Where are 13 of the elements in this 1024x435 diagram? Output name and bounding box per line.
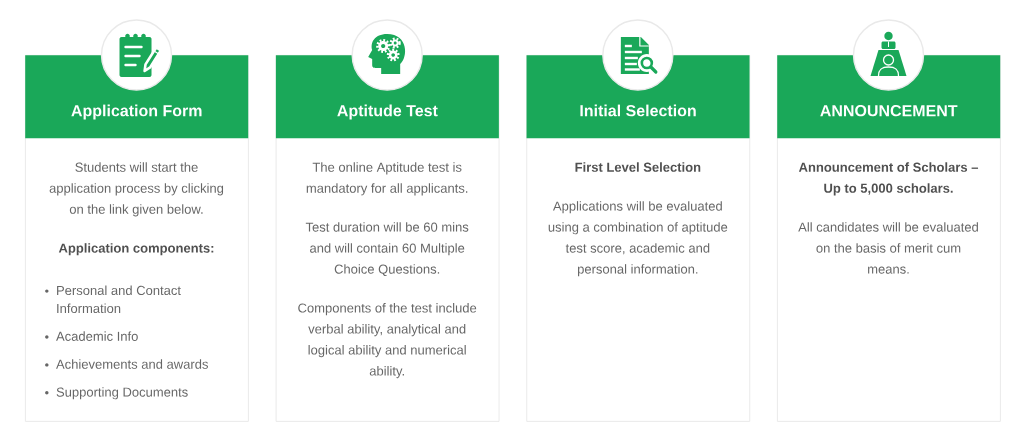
paragraph: Components of the test include verbal ability, analytical and logical ability and numerical ability.	[298, 303, 477, 379]
list-item: Personal and Contact Information	[57, 285, 181, 313]
list-item: Supporting Documents	[56, 387, 188, 400]
paragraph: Test duration will be 60 mins and will contain 60 Multiple Choice Questions.	[305, 222, 469, 277]
subheading: Announcement of Scholars – Up to 5,000 scholars.	[798, 162, 979, 196]
list-item: Academic Info	[56, 331, 138, 341]
subheading: First Level Selection	[575, 162, 701, 172]
paragraph: The online Aptitude test is mandatory for all applicants.	[306, 162, 468, 196]
list-item: Achievements and awards	[56, 359, 208, 369]
paragraph: Applications will be evaluated using a combination of aptitude test score, academic and personal information.	[548, 201, 728, 277]
subheading: Application components:	[58, 243, 214, 256]
paragraph: Students will start the application process by clicking on the link given below.	[49, 162, 224, 217]
paragraph: All candidates will be evaluated on the basis of merit cum means.	[798, 222, 978, 274]
